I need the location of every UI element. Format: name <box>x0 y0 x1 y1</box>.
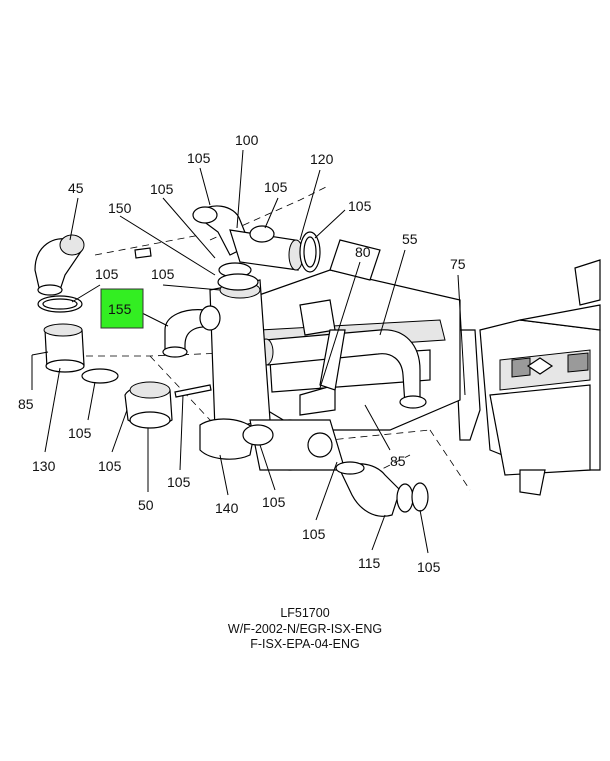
leader-lines <box>31 149 466 554</box>
callout-105: 105 <box>187 150 211 166</box>
callout-45: 45 <box>68 180 84 196</box>
callout-105: 105 <box>302 526 326 542</box>
callout-85: 85 <box>390 453 406 469</box>
part-45-elbow <box>34 234 85 296</box>
callout-140: 140 <box>215 500 239 516</box>
callout-130: 130 <box>32 458 56 474</box>
part-105-rod <box>174 384 212 398</box>
callout-155: 155 <box>108 301 132 317</box>
caption-line-2: W/F-2002-N/EGR-ISX-ENG <box>227 622 383 636</box>
part-50-elbow <box>124 381 173 429</box>
part-80-bracket <box>299 329 346 416</box>
callout-105: 105 <box>150 181 174 197</box>
callout-105: 105 <box>98 458 122 474</box>
clamp-rings-upper <box>217 225 275 291</box>
callout-150: 150 <box>108 200 132 216</box>
part-120-clamp <box>299 231 321 273</box>
highlighted-part-155-box[interactable] <box>100 288 144 329</box>
callout-50: 50 <box>138 497 154 513</box>
callout-115: 115 <box>358 555 381 571</box>
callout-75: 75 <box>450 256 466 272</box>
callout-85: 85 <box>18 396 34 412</box>
part-100-pipe <box>192 205 304 271</box>
callout-105: 105 <box>262 494 286 510</box>
part-150-sensor <box>134 247 152 259</box>
radiator-grille-assembly <box>454 259 601 496</box>
callout-55: 55 <box>402 231 418 247</box>
callout-105: 105 <box>264 179 288 195</box>
callout-100: 100 <box>235 132 259 148</box>
callout-80: 80 <box>355 244 371 260</box>
caption-line-3: F-ISX-EPA-04-ENG <box>250 637 360 651</box>
part-130-coupler <box>43 323 85 373</box>
callout-105: 105 <box>95 266 119 282</box>
callout-105: 105 <box>417 559 441 575</box>
caption-line-1: LF51700 <box>280 606 330 620</box>
callout-105: 105 <box>151 266 175 282</box>
clamp-ring-lower-left <box>81 368 119 384</box>
clamp-ring-left <box>37 295 83 313</box>
callout-105: 105 <box>348 198 372 214</box>
part-140-elbow <box>199 418 274 460</box>
callout-labels: 100 105 120 45 105 105 150 105 80 55 105… <box>18 132 466 575</box>
part-155-hose <box>162 305 221 358</box>
callout-120: 120 <box>310 151 334 167</box>
turbocharger <box>209 279 346 471</box>
callout-105: 105 <box>167 474 191 490</box>
part-115-elbow <box>335 461 429 517</box>
callout-105: 105 <box>68 425 92 441</box>
